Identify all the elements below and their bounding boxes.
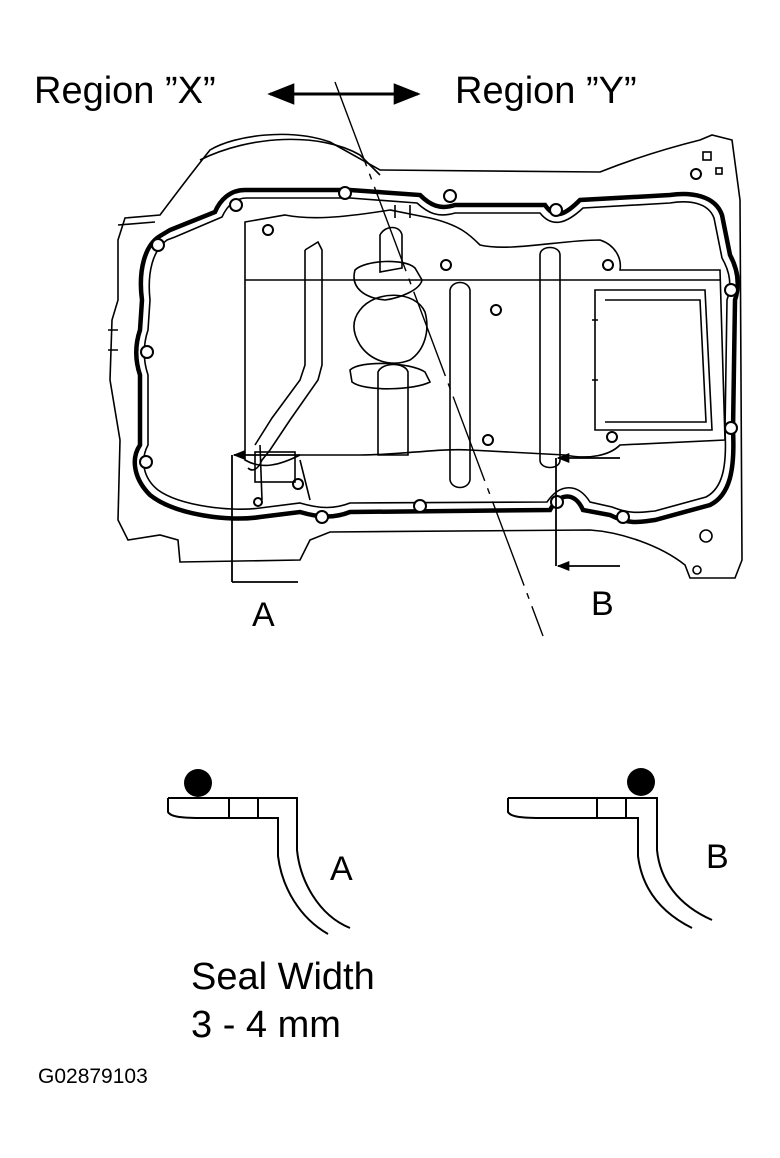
detail-label-b: B	[706, 838, 729, 876]
oil-pan-housing	[108, 133, 743, 579]
section-cut-b	[555, 452, 620, 572]
detail-b-cross-section	[507, 797, 713, 929]
detail-label-a: A	[330, 850, 353, 888]
seal-bead-b	[627, 768, 655, 796]
seal-width-value: 3 - 4 mm	[191, 1004, 341, 1046]
section-cut-a	[231, 449, 300, 583]
flange-bolt-holes	[139, 168, 738, 524]
figure-id: G02879103	[38, 1065, 148, 1088]
region-x-label: Region ”X”	[34, 70, 216, 112]
section-marker-a: A	[252, 596, 275, 634]
seal-bead-a	[184, 769, 212, 797]
gasket-seal-line	[132, 187, 740, 525]
region-y-label: Region ”Y”	[455, 70, 637, 112]
seal-width-title: Seal Width	[191, 956, 375, 998]
region-boundary-line	[334, 81, 544, 637]
detail-a-cross-section	[167, 797, 351, 935]
section-marker-b: B	[591, 585, 614, 623]
oil-pan-interior	[244, 205, 726, 501]
